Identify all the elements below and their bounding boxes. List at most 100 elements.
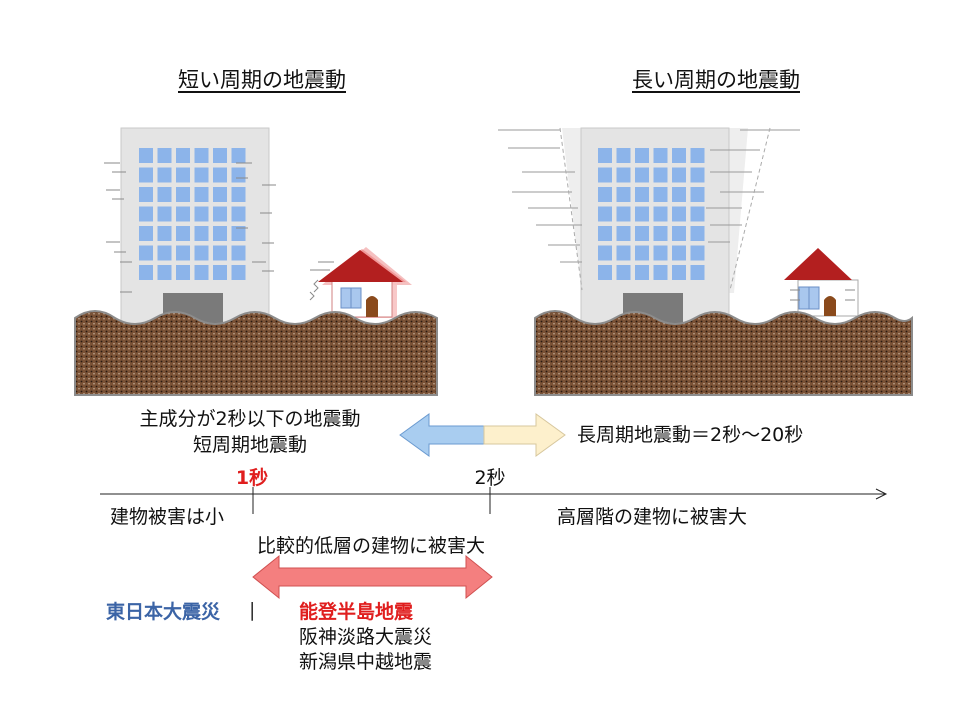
vibration-lines-right (498, 129, 800, 263)
title-long-period: 長い周期の地震動 (632, 68, 800, 92)
sway-outline (559, 127, 771, 291)
long-period-scene (498, 127, 913, 396)
building-window (213, 206, 227, 222)
house-left-vibration (309, 261, 334, 301)
building-window (157, 206, 172, 222)
building-window (653, 226, 668, 241)
building-window (690, 265, 705, 280)
building-window (672, 265, 686, 280)
building-window (231, 148, 246, 163)
building-window (139, 245, 153, 261)
vibration-lines-left (104, 162, 276, 293)
building-window (598, 245, 612, 261)
building-window (231, 265, 246, 280)
building-window (690, 148, 705, 163)
period-axis (100, 487, 888, 514)
building-window (672, 167, 686, 183)
building-window (157, 265, 172, 280)
building-window (176, 167, 190, 183)
building-window (653, 167, 668, 183)
ground-right (534, 310, 913, 396)
building-window (672, 245, 686, 261)
tall-building-right (562, 127, 748, 327)
building-window (157, 167, 172, 183)
house-right (784, 248, 859, 317)
building-window (598, 206, 612, 222)
building-window (690, 187, 705, 202)
building-window (157, 245, 172, 261)
building-window (635, 167, 649, 183)
quake-noto: 能登半島地震 (299, 601, 414, 623)
building-window (194, 245, 209, 261)
building-window (598, 148, 612, 163)
building-window (616, 148, 631, 163)
building-window (139, 206, 153, 222)
tick-2s-label: 2秒 (474, 467, 506, 489)
quake-separator: | (249, 599, 256, 621)
building-window (598, 226, 612, 241)
short-period-scene (74, 127, 438, 396)
building-window (635, 148, 649, 163)
building-window (690, 206, 705, 222)
building-window (653, 265, 668, 280)
building-window (213, 245, 227, 261)
long-period-desc: 長周期地震動＝2秒～20秒 (577, 424, 804, 446)
building-window (176, 206, 190, 222)
building-window (690, 226, 705, 241)
building-window (653, 206, 668, 222)
building-window (690, 245, 705, 261)
ground-left (74, 310, 438, 396)
minor-damage-note: 建物被害は小 (110, 506, 225, 528)
building-window (176, 148, 190, 163)
building-window (598, 265, 612, 280)
building-window (690, 167, 705, 183)
building-window (231, 167, 246, 183)
building-window (635, 265, 649, 280)
building-window (653, 187, 668, 202)
building-window (231, 226, 246, 241)
building-window (157, 187, 172, 202)
building-window (194, 148, 209, 163)
building-window (194, 187, 209, 202)
building-window (635, 206, 649, 222)
building-window (213, 265, 227, 280)
highrise-damage-note: 高層階の建物に被害大 (557, 506, 748, 528)
tall-building-left (120, 127, 270, 327)
damage-range-arrow (252, 554, 493, 600)
quake-hanshin: 阪神淡路大震災 (299, 626, 433, 648)
lowrise-damage-note: 比較的低層の建物に被害大 (256, 535, 486, 557)
building-window (598, 187, 612, 202)
building-window (157, 226, 172, 241)
building-window (231, 245, 246, 261)
building-window (672, 226, 686, 241)
building-window (231, 187, 246, 202)
building-window (176, 226, 190, 241)
building-window (139, 148, 153, 163)
building-window (176, 265, 190, 280)
building-window (635, 187, 649, 202)
building-window (635, 226, 649, 241)
house-left (318, 247, 412, 318)
building-window (616, 206, 631, 222)
building-window (139, 167, 153, 183)
building-window (616, 245, 631, 261)
building-window (653, 245, 668, 261)
building-window (139, 226, 153, 241)
building-window (672, 148, 686, 163)
quake-higashi-nihon: 東日本大震災 (106, 601, 221, 623)
building-window (213, 226, 227, 241)
building-window (598, 167, 612, 183)
title-short-period: 短い周期の地震動 (178, 68, 346, 92)
building-window (616, 226, 631, 241)
building-window (672, 206, 686, 222)
building-window (616, 265, 631, 280)
short-period-term: 短周期地震動 (192, 434, 308, 456)
building-window (194, 265, 209, 280)
building-window (139, 187, 153, 202)
quake-niigata: 新潟県中越地震 (299, 651, 433, 673)
building-window (176, 245, 190, 261)
building-window (194, 206, 209, 222)
building-window (653, 148, 668, 163)
